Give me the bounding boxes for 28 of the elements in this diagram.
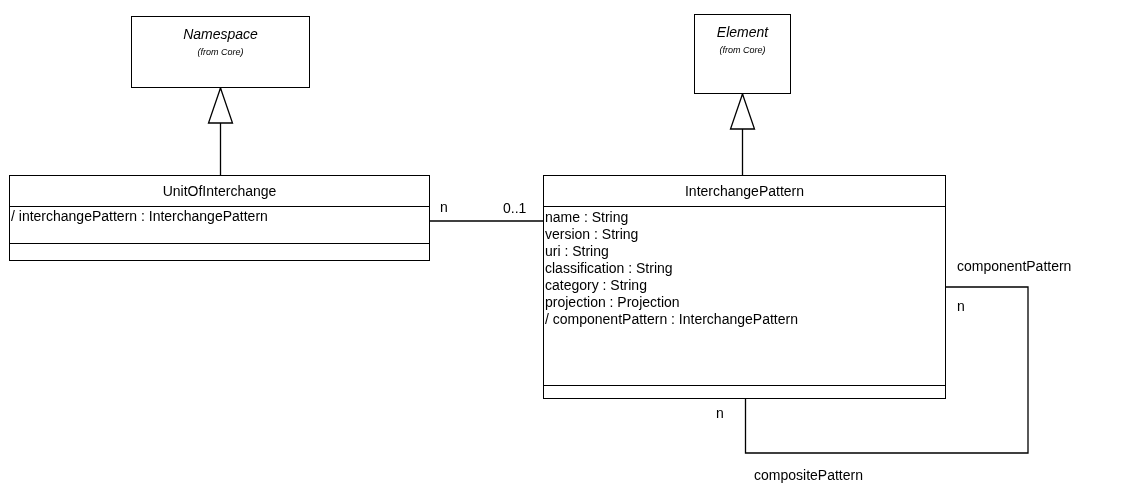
attribute: classification : String	[545, 260, 673, 277]
attribute: / componentPattern : InterchangePattern	[545, 311, 798, 328]
class-box	[9, 175, 430, 261]
class-box	[131, 16, 310, 88]
class-name: UnitOfInterchange	[10, 176, 429, 207]
multiplicity: n	[440, 199, 448, 215]
package-note: (from Core)	[718, 45, 767, 55]
attribute: projection : Projection	[545, 294, 680, 311]
generalization-arrow	[207, 87, 234, 176]
multiplicity: 0..1	[503, 200, 527, 216]
association-line	[429, 220, 544, 222]
attribute: uri : String	[545, 243, 609, 260]
generalization-arrow	[729, 93, 756, 176]
association-line	[744, 286, 1029, 454]
class-box	[543, 175, 946, 399]
class-name: Element	[715, 23, 770, 41]
attribute: / interchangePattern : InterchangePattern	[11, 208, 268, 225]
package-note: (from Core)	[196, 47, 245, 57]
attribute: version : String	[545, 226, 639, 243]
class-name: Namespace	[182, 25, 259, 43]
role-name: compositePattern	[754, 467, 863, 483]
role-name: componentPattern	[957, 258, 1072, 274]
class-box	[694, 14, 791, 94]
multiplicity: n	[716, 405, 724, 421]
class-name: InterchangePattern	[544, 176, 945, 207]
multiplicity: n	[957, 298, 965, 314]
attribute: category : String	[545, 277, 647, 294]
attribute: name : String	[545, 209, 629, 226]
